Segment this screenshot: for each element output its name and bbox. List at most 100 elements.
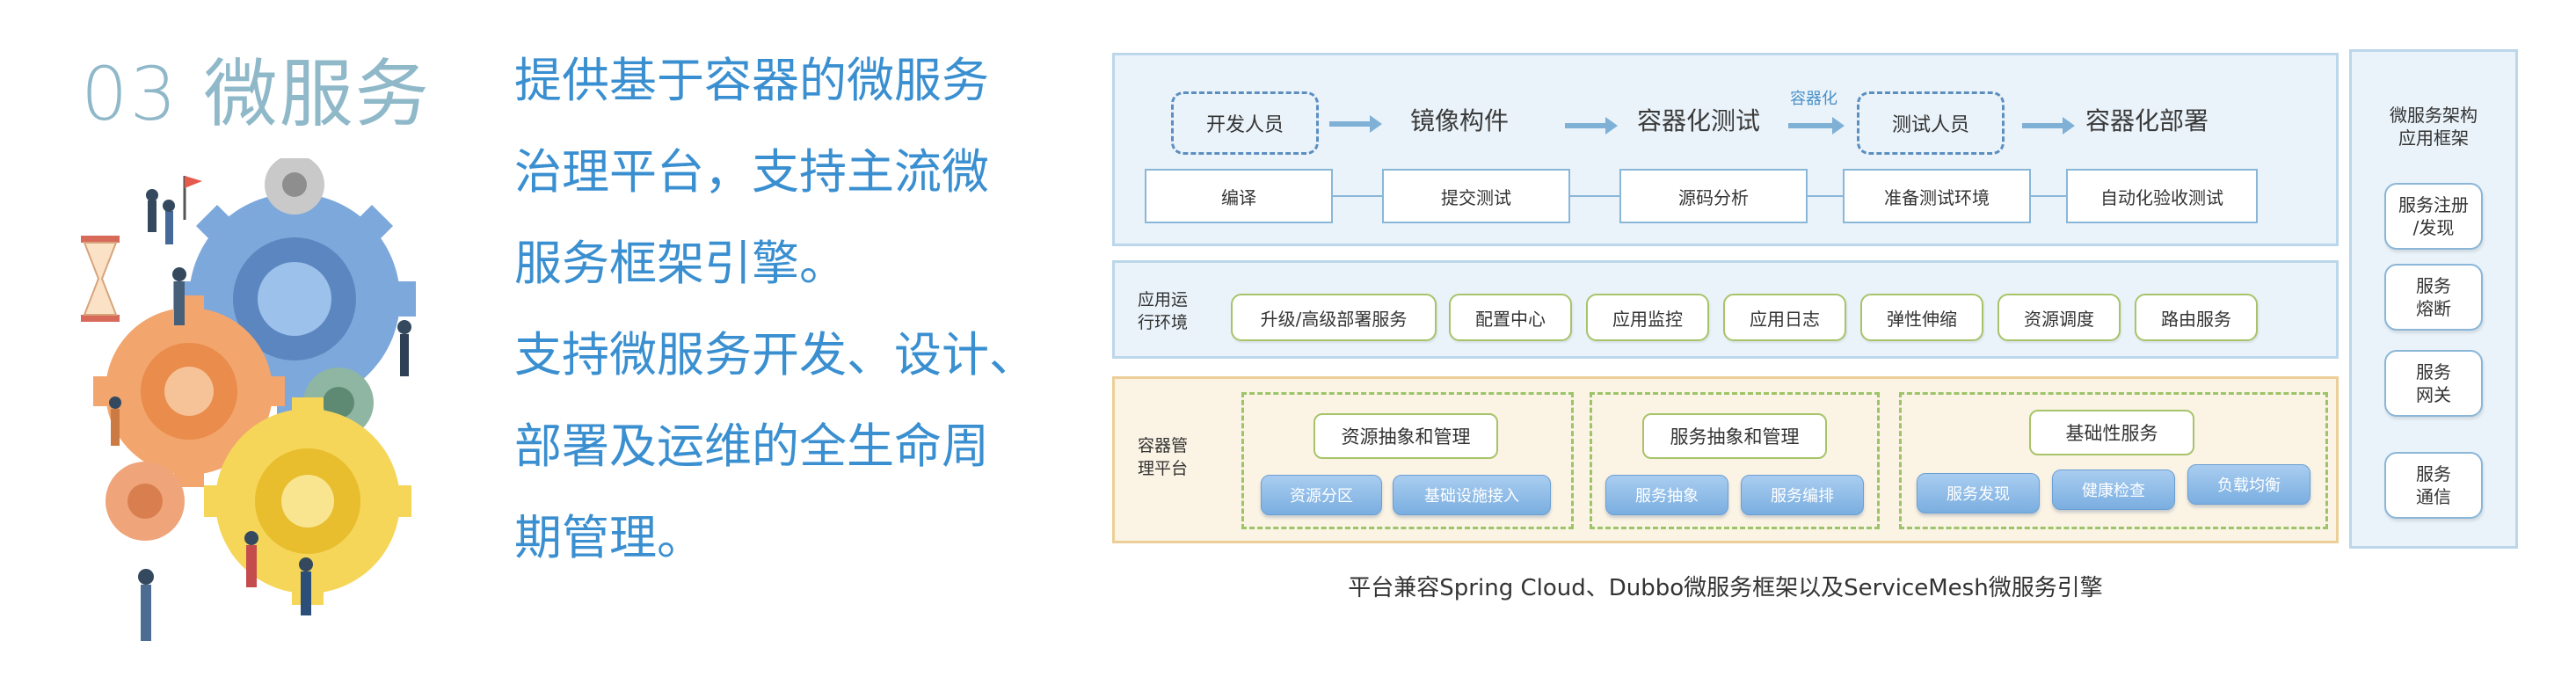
tag-label: 服务编排 — [1771, 487, 1834, 506]
step-label: 编译 — [1221, 186, 1256, 208]
grey-gear — [265, 158, 324, 215]
runtime-item-label: 应用监控 — [1612, 308, 1683, 330]
step-prepare-env: 准备测试环境 — [1843, 169, 2031, 223]
group-title-label: 资源抽象和管理 — [1341, 426, 1471, 448]
connector — [1570, 195, 1619, 197]
container-label-line: 容器管 — [1138, 436, 1189, 455]
tag-label: 健康检查 — [2082, 482, 2145, 500]
framework-title-line: 微服务架构 — [2390, 105, 2478, 126]
step-auto-acceptance: 自动化验收测试 — [2066, 169, 2258, 223]
step-source-analysis: 源码分析 — [1619, 169, 1808, 223]
card-line: 服务 — [2416, 361, 2451, 382]
tag-label: 服务抽象 — [1635, 487, 1699, 506]
description-line: 部署及运维的全生命周 — [514, 419, 989, 474]
runtime-item-label: 应用日志 — [1750, 308, 1820, 330]
people-figures — [109, 189, 411, 641]
card-line: 服务 — [2416, 275, 2451, 296]
card-line: 服务注册 — [2398, 194, 2469, 215]
runtime-item-label: 资源调度 — [2024, 308, 2094, 330]
resource-management-group — [1241, 392, 1574, 529]
service-management-group — [1590, 392, 1880, 529]
runtime-item-routing: 路由服务 — [2135, 294, 2258, 341]
step-label: 自动化验收测试 — [2100, 186, 2223, 208]
group-title-label: 基础性服务 — [2065, 423, 2158, 444]
framework-title: 微服务架构 应用框架 — [2349, 104, 2518, 149]
card-line: 通信 — [2416, 486, 2451, 507]
communication-card: 服务通信 — [2384, 452, 2483, 519]
step-label: 准备测试环境 — [1884, 186, 1990, 208]
description-line: 治理平台，支持主流微 — [514, 144, 989, 200]
flag-icon — [183, 176, 202, 220]
containerize-label: 容器化 — [1790, 90, 1837, 108]
runtime-item-label: 弹性伸缩 — [1887, 308, 1957, 330]
runtime-item-upgrade-deploy: 升级/高级部署服务 — [1231, 294, 1437, 341]
runtime-item-config-center: 配置中心 — [1449, 294, 1572, 341]
container-deploy-label: 容器化部署 — [2085, 106, 2209, 135]
section-title: 03 微服务 — [81, 51, 431, 137]
service-registry-card: 服务注册/发现 — [2384, 183, 2483, 250]
circuit-breaker-card: 服务熔断 — [2384, 264, 2483, 331]
service-discovery-tag: 服务发现 — [1917, 473, 2040, 513]
developer-stage: 开发人员 — [1171, 91, 1319, 155]
orange-gear — [93, 295, 285, 487]
runtime-label: 应用运 行环境 — [1138, 288, 1188, 334]
runtime-item-app-log: 应用日志 — [1723, 294, 1846, 341]
image-build-label: 镜像构件 — [1410, 106, 1510, 135]
description-line: 服务框架引擎。 — [514, 236, 847, 291]
card-line: 网关 — [2416, 384, 2451, 405]
yellow-gear — [204, 397, 411, 605]
arrow — [1788, 117, 1845, 135]
step-label: 提交测试 — [1441, 186, 1511, 208]
gears-illustration — [81, 158, 416, 641]
health-check-tag: 健康检查 — [2052, 470, 2175, 510]
service-abstraction-tag: 服务抽象 — [1605, 475, 1728, 515]
group-title: 资源抽象和管理 — [1313, 413, 1498, 459]
service-orchestration-tag: 服务编排 — [1741, 475, 1864, 515]
resource-partition-tag: 资源分区 — [1261, 475, 1382, 515]
hourglass-icon — [81, 236, 120, 322]
runtime-item-resource-scheduling: 资源调度 — [1997, 294, 2121, 341]
connector — [2031, 195, 2066, 197]
step-submit-test: 提交测试 — [1382, 169, 1570, 223]
container-test-label: 容器化测试 — [1637, 106, 1761, 135]
card-line: 熔断 — [2416, 298, 2451, 319]
step-compile: 编译 — [1145, 169, 1333, 223]
group-title: 基础性服务 — [2029, 410, 2194, 455]
step-label: 源码分析 — [1678, 186, 1749, 208]
card-line: 服务 — [2416, 463, 2451, 484]
group-title: 服务抽象和管理 — [1642, 413, 1827, 459]
card-line: /发现 — [2412, 217, 2455, 238]
infrastructure-access-tag: 基础设施接入 — [1393, 475, 1551, 515]
developer-label: 开发人员 — [1205, 114, 1284, 136]
framework-title-line: 应用框架 — [2398, 127, 2469, 149]
runtime-item-autoscale: 弹性伸缩 — [1860, 294, 1983, 341]
tag-label: 服务发现 — [1947, 485, 2010, 504]
tester-label: 测试人员 — [1891, 114, 1969, 136]
arrow — [1565, 117, 1618, 135]
tester-stage: 测试人员 — [1857, 91, 2005, 155]
container-label-line: 理平台 — [1138, 459, 1189, 478]
runtime-item-label: 路由服务 — [2161, 308, 2231, 330]
diagram-caption: 平台兼容Spring Cloud、Dubbo微服务框架以及ServiceMesh… — [1348, 575, 2103, 601]
load-balancing-tag: 负载均衡 — [2187, 464, 2310, 505]
runtime-item-label: 配置中心 — [1475, 308, 1546, 330]
tag-label: 资源分区 — [1290, 487, 1353, 506]
connector — [1808, 195, 1843, 197]
arrow — [1329, 115, 1382, 133]
basic-services-group — [1899, 392, 2328, 529]
description-line: 支持微服务开发、设计、 — [514, 327, 1037, 382]
container-platform-panel — [1112, 376, 2339, 543]
tag-label: 负载均衡 — [2217, 477, 2281, 495]
connector — [1333, 195, 1382, 197]
runtime-item-label: 升级/高级部署服务 — [1260, 308, 1408, 330]
runtime-item-app-monitor: 应用监控 — [1586, 294, 1709, 341]
gateway-card: 服务网关 — [2384, 350, 2483, 417]
group-title-label: 服务抽象和管理 — [1670, 426, 1800, 448]
arrow — [2022, 117, 2075, 135]
description: 提供基于容器的微服务 治理平台，支持主流微 服务框架引擎。 支持微服务开发、设计… — [514, 35, 1059, 584]
small-orange-gear — [106, 462, 185, 541]
container-label: 容器管 理平台 — [1138, 434, 1188, 480]
runtime-label-line: 行环境 — [1138, 313, 1189, 332]
description-line: 提供基于容器的微服务 — [514, 53, 989, 108]
description-line: 期管理。 — [514, 510, 704, 565]
